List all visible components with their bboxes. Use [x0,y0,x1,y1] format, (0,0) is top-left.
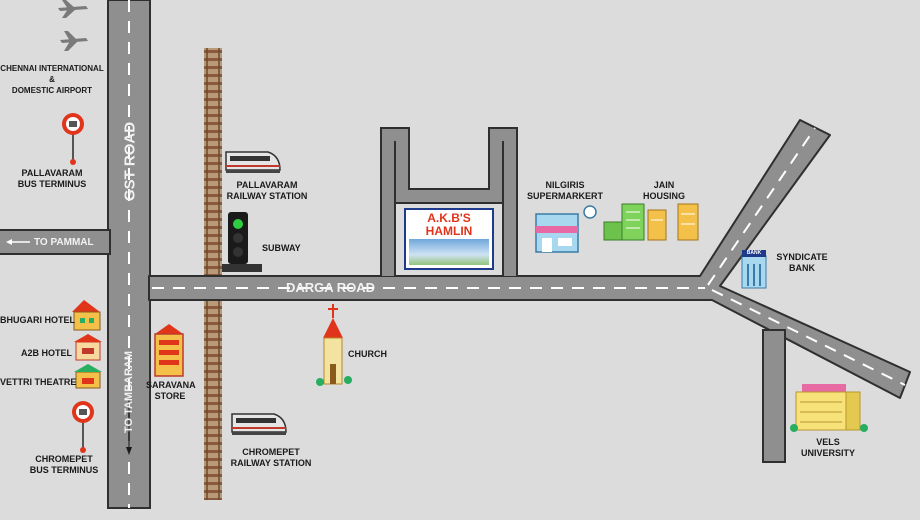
supermarket-icon [535,205,597,253]
saravana-store-label: SARAVANA STORE [146,380,196,401]
a2b-hotel-label: A2B HOTEL [20,348,72,358]
vels-university-label: VELS UNIVERSITY [800,437,855,458]
hotel-icon [74,334,102,361]
darga-road [148,119,911,399]
pallavaram-rail-label: PALLAVARAM RAILWAY STATION [226,180,308,201]
railway-track [204,48,222,500]
apartment-icon [603,203,699,241]
nilgiris-label: NILGIRIS SUPERMARKERT [526,180,603,201]
gst-road-label: GST ROAD [121,121,139,202]
syndicate-bank-label: SYNDICATE BANK [776,252,828,273]
pammal-label: TO PAMMAL [34,237,94,248]
airport-label: CHENNAI INTERNATIONAL & DOMESTIC AIRPORT [0,64,104,95]
hotel-icon [74,364,102,389]
traffic-signal-icon [222,212,262,272]
subway-label: SUBWAY [262,243,301,253]
airplane-icon [58,0,88,51]
pallavaram-bus-label: PALLAVARAM BUS TERMINUS [17,168,87,189]
bank-sign-text: BANK [746,250,762,256]
university-icon [790,384,868,432]
pammal-arrow [6,239,30,245]
project-building-image [409,239,489,265]
store-icon [154,324,184,377]
darga-road-label: DARGA ROAD [286,280,376,295]
hotel-icon [72,300,101,331]
chromepet-bus-label: CHROMEPET BUS TERMINUS [29,454,99,475]
tambaram-label: TO TAMBARAM [123,350,135,434]
vels-road [762,329,786,463]
church-icon [316,304,352,386]
train-icon [231,413,287,435]
vettri-theatre-label: VETTRI THEATRE [0,377,77,387]
bhugari-hotel-label: BHUGARI HOTEL [0,315,75,325]
hamlin-access-road [380,127,518,276]
church-label: CHURCH [348,349,387,359]
bus-stop-icon [72,401,94,453]
bus-stop-icon [62,113,84,165]
project-name: A.K.B'S HAMLIN [425,211,473,238]
train-icon [225,151,281,173]
project-sign[interactable]: A.K.B'S HAMLIN [404,208,494,270]
bank-icon [741,250,767,289]
jain-housing-label: JAIN HOUSING [642,180,685,201]
chromepet-rail-label: CHROMEPET RAILWAY STATION [230,447,312,468]
tambaram-arrow [126,400,132,455]
